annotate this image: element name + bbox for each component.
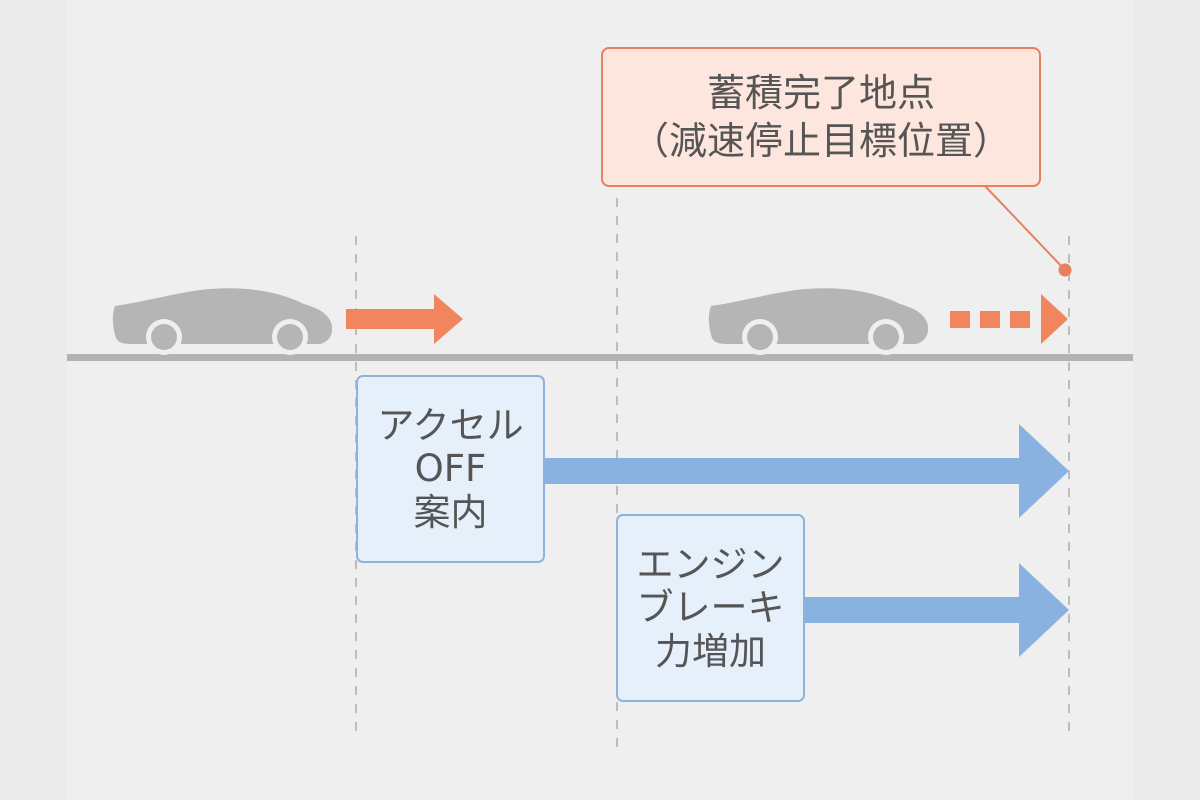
engine-brake-line-2: ブレーキ: [636, 586, 785, 630]
accel-off-duration-arrow: [545, 424, 1069, 518]
engine-brake-line-1: エンジン: [636, 542, 785, 586]
stop-target-dot: [1058, 263, 1072, 277]
accel-off-line-3: 案内: [413, 490, 488, 534]
motion-arrow-icon: [346, 294, 463, 344]
stop-target-callout: 蓄積完了地点 （減速停止目標位置）: [601, 47, 1041, 187]
road-line: [67, 354, 1133, 361]
accel-off-line-1: アクセル: [377, 403, 524, 447]
callout-connector: [984, 185, 1066, 271]
car-icon-first: [112, 288, 333, 355]
engine-brake-box: エンジン ブレーキ 力増加: [616, 514, 805, 702]
car-icon-second: [708, 288, 929, 355]
accel-off-box: アクセル OFF 案内: [356, 375, 545, 563]
accel-off-line-2: OFF: [414, 447, 487, 491]
engine-brake-line-3: 力増加: [655, 629, 766, 673]
callout-title: 蓄積完了地点: [706, 70, 935, 115]
callout-subtitle: （減速停止目標位置）: [630, 119, 1011, 163]
engine-brake-duration-arrow: [805, 563, 1069, 657]
decelerating-arrow-icon: [950, 294, 1068, 344]
